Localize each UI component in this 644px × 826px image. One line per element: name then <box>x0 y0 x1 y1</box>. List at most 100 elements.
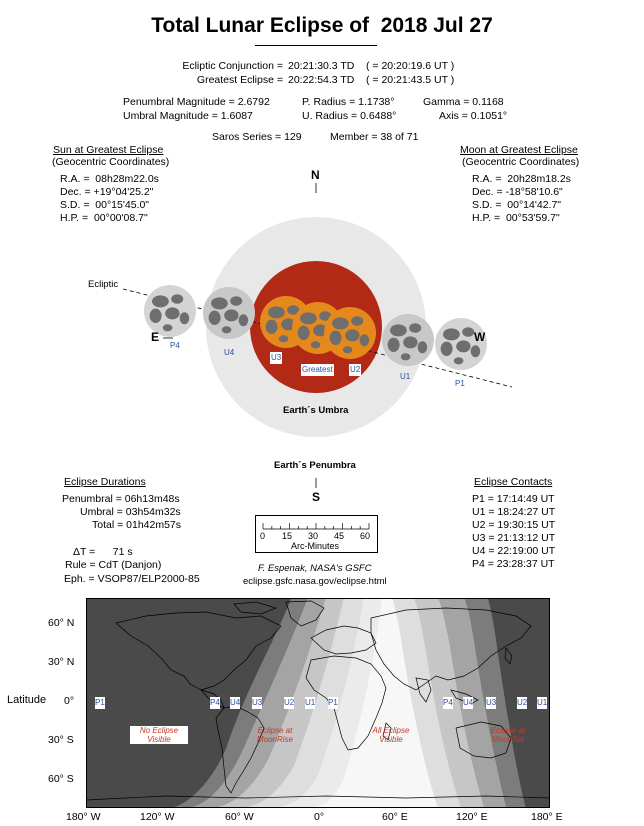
moon-u2 <box>324 307 376 359</box>
zone-all-visible: All Eclipse Visible <box>372 726 410 744</box>
lat-30s: 30° S <box>48 734 74 746</box>
contact-p4: P4 = 23:28:37 UT <box>472 558 555 570</box>
greatest-value: 20:22:54.3 TD <box>288 74 355 86</box>
title-rule <box>255 45 377 46</box>
label-u1: U1 <box>400 372 411 381</box>
durations-heading: Eclipse Durations <box>64 476 146 488</box>
zone-moonset: Eclipse at MoonSet <box>490 726 526 744</box>
zone-no-eclipse: No Eclipse Visible <box>130 726 188 744</box>
label-u4: U4 <box>224 348 235 357</box>
umbral-magnitude: Umbral Magnitude = 1.6087 <box>123 110 253 122</box>
sun-heading: Sun at Greatest Eclipse <box>53 144 164 156</box>
map-contact-u2-right: U2 <box>517 697 528 709</box>
ephemeris: Eph. = VSOP87/ELP2000-85 <box>64 573 200 585</box>
credit-url: eclipse.gsfc.nasa.gov/eclipse.html <box>243 576 387 587</box>
contact-u2: U2 = 19:30:15 UT <box>472 519 556 531</box>
contact-u1: U1 = 18:24:27 UT <box>472 506 556 518</box>
south-label: S <box>312 490 321 504</box>
greatest-label: Greatest Eclipse = <box>196 74 283 86</box>
moon-dec: Dec. = -18°58'10.6" <box>472 186 563 198</box>
moon-u1 <box>382 314 434 366</box>
duration-umbral: Umbral = 03h54m32s <box>80 506 181 518</box>
label-greatest: Greatest <box>301 364 334 376</box>
sun-ra: R.A. = 08h28m22.0s <box>60 173 159 185</box>
map-contact-u4-left: U4 <box>230 697 241 709</box>
lon-60e: 60° E <box>382 811 408 823</box>
page-title: Total Lunar Eclipse of 2018 Jul 27 <box>151 14 493 37</box>
saros-series: Saros Series = 129 <box>212 131 302 143</box>
moon-sd: S.D. = 00°14'42.7" <box>472 199 562 211</box>
lon-180w: 180° W <box>66 811 101 823</box>
gamma: Gamma = 0.1168 <box>423 96 504 108</box>
label-u3: U3 <box>270 352 283 364</box>
map-contact-u2-left: U2 <box>284 697 295 709</box>
credit-author: F. Espenak, NASA's GSFC <box>258 563 372 574</box>
scale-ticks <box>262 523 370 530</box>
contact-p1: P1 = 17:14:49 UT <box>472 493 555 505</box>
map-frame <box>86 598 550 808</box>
moon-hp: H.P. = 00°53'59.7" <box>472 212 560 224</box>
lon-60w: 60° W <box>225 811 254 823</box>
zone-moonrise: Eclipse at MoonRise <box>256 726 293 744</box>
map-contact-p1-left: P1 <box>95 697 105 709</box>
contacts-heading: Eclipse Contacts <box>474 476 553 488</box>
map-contact-p4-left: P4 <box>210 697 220 709</box>
label-p4: P4 <box>170 341 180 350</box>
map-contact-u3-left: U3 <box>252 697 263 709</box>
contact-u3: U3 = 21:13:12 UT <box>472 532 556 544</box>
ecliptic-label: Ecliptic <box>88 279 119 290</box>
map-contact-u1-right: U1 <box>537 697 548 709</box>
rule: Rule = CdT (Danjon) <box>65 559 162 571</box>
lon-180e: 180° E <box>531 811 563 823</box>
lon-0: 0° <box>314 811 325 823</box>
scale-tick-60: 60 <box>360 531 371 541</box>
u-radius: U. Radius = 0.6488° <box>302 110 397 122</box>
penumbral-magnitude: Penumbral Magnitude = 2.6792 <box>123 96 270 108</box>
umbra-label: Earth´s Umbra <box>283 405 349 416</box>
sun-sd: S.D. = 00°15'45.0" <box>60 199 150 211</box>
scale-tick-0: 0 <box>260 531 266 541</box>
label-p1: P1 <box>455 379 465 388</box>
lon-120w: 120° W <box>140 811 175 823</box>
map-contact-p4-right: P4 <box>443 697 453 709</box>
axis: Axis = 0.1051° <box>439 110 508 122</box>
saros-member: Member = 38 of 71 <box>330 131 419 143</box>
sun-dec: Dec. = +19°04'25.2" <box>60 186 154 198</box>
north-label: N <box>311 168 320 182</box>
lat-30n: 30° N <box>48 656 75 668</box>
moon-p4 <box>144 285 196 337</box>
scale-box <box>255 515 378 553</box>
lat-60s: 60° S <box>48 773 74 785</box>
delta-t: ΔT = 71 s <box>73 546 133 558</box>
conjunction-label: Ecliptic Conjunction = <box>182 60 283 72</box>
greatest-ut: ( = 20:21:43.5 UT ) <box>366 74 455 86</box>
map-contact-u4-right: U4 <box>463 697 474 709</box>
west-label: W <box>474 330 486 344</box>
east-label: E <box>151 330 160 344</box>
map-ylabel: Latitude <box>7 694 47 706</box>
moon-u4 <box>203 287 255 339</box>
eclipse-diagram <box>122 183 513 488</box>
lat-0: 0° <box>64 695 75 707</box>
moon-ra: R.A. = 20h28m18.2s <box>472 173 571 185</box>
penumbra-label: Earth´s Penumbra <box>274 460 356 471</box>
scale-tick-45: 45 <box>334 531 345 541</box>
lon-120e: 120° E <box>456 811 488 823</box>
conjunction-ut: ( = 20:20:19.6 UT ) <box>366 60 455 72</box>
moon-p1 <box>435 318 487 370</box>
duration-total: Total = 01h42m57s <box>92 519 182 531</box>
p-radius: P. Radius = 1.1738° <box>302 96 395 108</box>
scale-label: Arc-Minutes <box>291 541 340 551</box>
map-contact-u3-right: U3 <box>486 697 497 709</box>
conjunction-value: 20:21:30.3 TD <box>288 60 355 72</box>
moon-subheading: (Geocentric Coordinates) <box>462 156 580 168</box>
scale-tick-30: 30 <box>308 531 319 541</box>
lat-60n: 60° N <box>48 617 75 629</box>
scale-tick-15: 15 <box>282 531 293 541</box>
sun-hp: H.P. = 00°00'08.7" <box>60 212 148 224</box>
duration-penumbral: Penumbral = 06h13m48s <box>62 493 180 505</box>
label-u2: U2 <box>349 364 362 376</box>
map-contact-u1-left: U1 <box>305 697 316 709</box>
contact-u4: U4 = 22:19:00 UT <box>472 545 556 557</box>
